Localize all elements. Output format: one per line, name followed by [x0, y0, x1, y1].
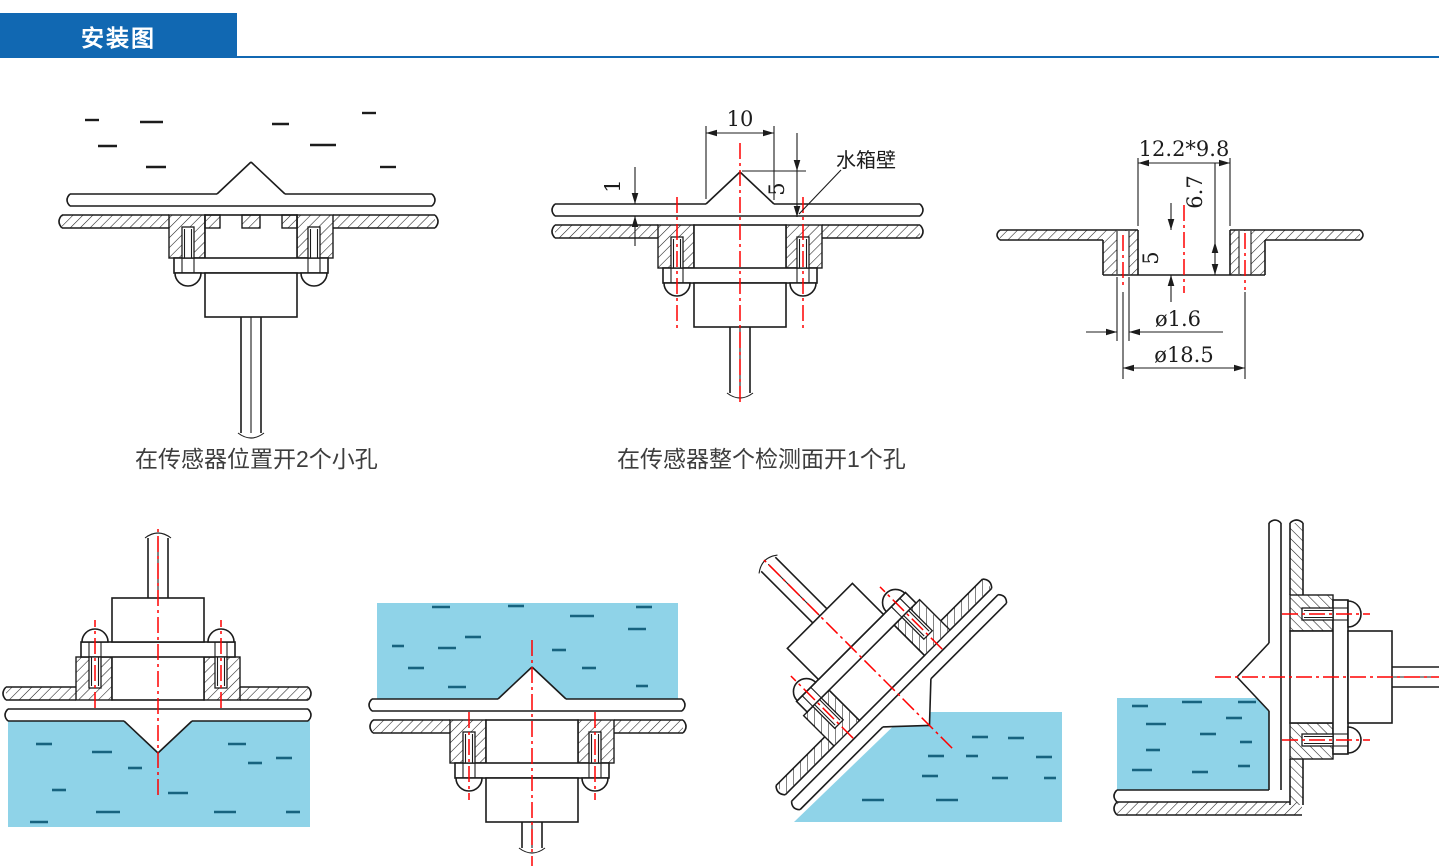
- dimension-10: 10: [705, 107, 775, 200]
- svg-text:10: 10: [727, 107, 754, 131]
- dimension-hole-12-2: 12.2*9.8: [1137, 137, 1231, 226]
- svg-text:水箱壁: 水箱壁: [836, 148, 896, 172]
- dimension-small-hole: ø1.6: [1086, 277, 1223, 341]
- dimension-bolt-circle: ø18.5: [1122, 292, 1246, 379]
- dimension-1: 1: [601, 167, 639, 246]
- wall-label: 水箱壁: [798, 148, 896, 215]
- drawing-mount-bottom: [368, 640, 687, 866]
- section-title-tab: 安装图: [0, 13, 237, 58]
- svg-text:6.7: 6.7: [1183, 175, 1207, 208]
- svg-text:1: 1: [601, 179, 625, 192]
- caption-left: 在传感器位置开2个小孔: [135, 446, 378, 472]
- svg-text:ø1.6: ø1.6: [1155, 307, 1201, 331]
- water-dashes: [30, 604, 1256, 824]
- svg-text:5: 5: [765, 182, 789, 195]
- drawing-mount-diagonal: [758, 554, 1008, 811]
- svg-text:5: 5: [1139, 251, 1163, 264]
- dimension-6-7: 6.7: [1183, 163, 1219, 275]
- drawing-mount-top: [2, 528, 312, 795]
- dimension-5: 5: [742, 133, 806, 217]
- water-bottom-diagonal: [794, 712, 1062, 822]
- header-rule: [0, 56, 1439, 58]
- water-bottom-right: [1117, 698, 1269, 790]
- drawing-two-small-holes: [58, 111, 439, 439]
- section-title: 安装图: [81, 24, 156, 51]
- drawing-hole-detail: 12.2*9.8 6.7 5 ø1: [996, 137, 1364, 379]
- dimension-5-depth: 5: [1139, 203, 1175, 302]
- drawing-mount-side: [1215, 519, 1439, 805]
- svg-text:12.2*9.8: 12.2*9.8: [1139, 137, 1230, 161]
- svg-text:ø18.5: ø18.5: [1154, 343, 1213, 367]
- tank-floor: [1113, 789, 1302, 816]
- water-level-dashes: [85, 111, 396, 169]
- caption-right: 在传感器整个检测面开1个孔: [617, 446, 906, 472]
- drawing-one-hole-dimensioned: 10 5 1 水箱壁: [551, 107, 924, 403]
